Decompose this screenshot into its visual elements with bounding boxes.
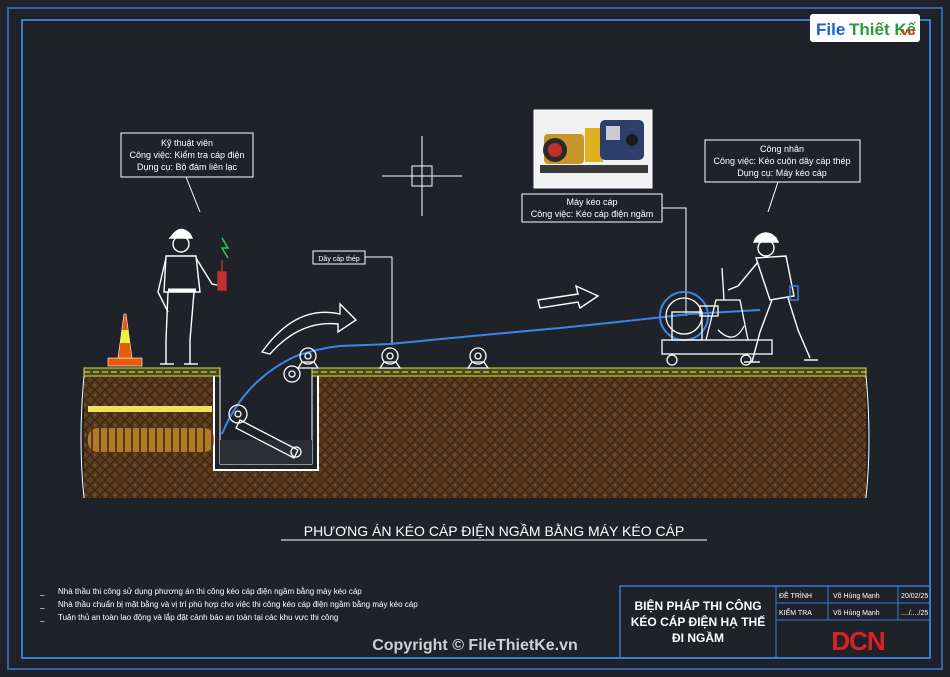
technician-tool: Dụng cụ: Bộ đàm liên lạc [137, 162, 238, 172]
notes-list: _ Nhà thầu thi công sử dụng phương án th… [39, 587, 418, 622]
winch-machine [659, 267, 773, 366]
title-block-heading-2: KÉO CÁP ĐIỆN HẠ THẾ [631, 614, 765, 629]
ground-soil [80, 367, 870, 499]
cable-rollers [228, 347, 490, 459]
row2-date: ..../..../25 [901, 610, 928, 617]
technician-callout: Kỹ thuật viên Công việc: Kiểm tra cáp đi… [120, 132, 254, 213]
technician-task: Công việc: Kiểm tra cáp điện [129, 150, 244, 160]
worker-title: Công nhân [760, 144, 804, 154]
pulled-cable [221, 309, 761, 435]
corrugated-pipe [88, 428, 214, 452]
worker-callout: Công nhân Công việc: Kéo cuộn dây cáp th… [704, 139, 861, 213]
worker-tool: Dụng cụ: Máy kéo cáp [737, 168, 827, 178]
row2-name: Võ Hùng Mạnh [833, 610, 880, 617]
signal-icon [220, 237, 230, 259]
row1-label: ĐỀ TRÌNH [779, 590, 812, 600]
note-item-2: Nhà thầu chuẩn bị mặt bằng và vị trí phù… [58, 600, 418, 609]
note-bullet: _ [39, 613, 45, 622]
roller [378, 347, 402, 369]
roller [283, 365, 301, 383]
machine-callout: Máy kéo cáp Công việc: Kéo cáp điện ngầm [521, 193, 687, 316]
note-item-3: Tuân thủ an toàn lao động và lắp đặt cản… [58, 613, 338, 622]
logo-text-a: File [816, 20, 845, 39]
cable-trench [213, 376, 319, 471]
row1-date: 20/02/25 [901, 593, 928, 600]
steel-cable-label: Dây cáp thép [312, 250, 393, 345]
worker-figure [727, 232, 818, 363]
row1-name: Võ Hùng Mạnh [833, 593, 880, 600]
machine-title: Máy kéo cáp [566, 197, 617, 207]
copyright-watermark: Copyright © FileThietKe.vn [372, 637, 578, 654]
main-title: PHƯƠNG ÁN KÉO CÁP ĐIỆN NGẦM BẰNG MÁY KÉO… [304, 522, 685, 539]
worker-task: Công việc: Kéo cuộn dây cáp thép [713, 156, 850, 166]
title-block-heading-3: ĐI NGẦM [672, 630, 724, 645]
machine-task: Công việc: Kéo cáp điện ngầm [531, 209, 654, 219]
site-logo: File Thiết Kế .vn [810, 14, 920, 42]
note-bullet: _ [39, 587, 45, 596]
inner-frame [21, 19, 931, 659]
winch-machine-photo [533, 109, 653, 189]
brand-logo: DCN [831, 626, 885, 656]
row2-label: KIỂM TRA [779, 608, 812, 617]
traffic-cone-icon [107, 313, 143, 367]
roller [466, 347, 490, 369]
arrow-right-icon [537, 284, 600, 310]
title-block-heading-1: BIỆN PHÁP THI CÔNG [634, 598, 761, 613]
existing-cable [88, 406, 212, 412]
technician-figure [157, 228, 227, 365]
title-block: BIỆN PHÁP THI CÔNG KÉO CÁP ĐIỆN HẠ THẾ Đ… [619, 585, 931, 659]
note-bullet: _ [39, 600, 45, 609]
steel-cable-text: Dây cáp thép [318, 256, 359, 263]
note-item-1: Nhà thầu thi công sử dụng phương án thi … [58, 587, 362, 596]
curved-arrow-icon [260, 302, 358, 355]
outer-frame [7, 7, 943, 670]
logo-text-c: .vn [899, 26, 915, 38]
crosshair-icon [382, 136, 462, 216]
roller [296, 347, 320, 369]
technician-title: Kỹ thuật viên [161, 138, 213, 148]
logo-text-b: Thiết Kế [849, 20, 917, 39]
